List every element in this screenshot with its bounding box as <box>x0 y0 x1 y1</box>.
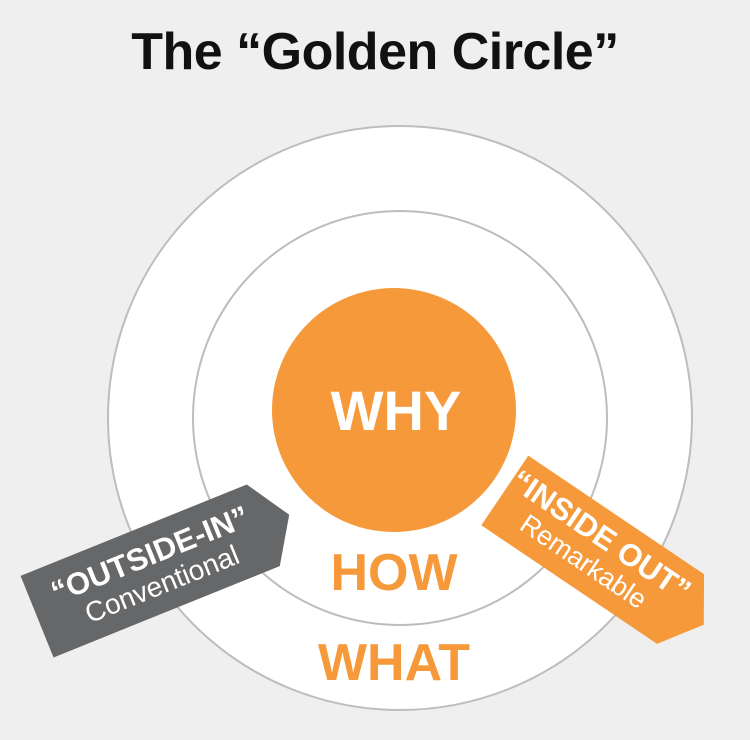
outside-in-arrow-shape <box>20 484 290 658</box>
why-label: WHY <box>331 379 462 442</box>
core-circle-why <box>272 288 516 532</box>
what-label: WHAT <box>318 634 470 692</box>
page-title: The “Golden Circle” <box>131 23 619 81</box>
inside-out-arrow-shape <box>481 455 705 644</box>
how-label: HOW <box>330 544 458 602</box>
